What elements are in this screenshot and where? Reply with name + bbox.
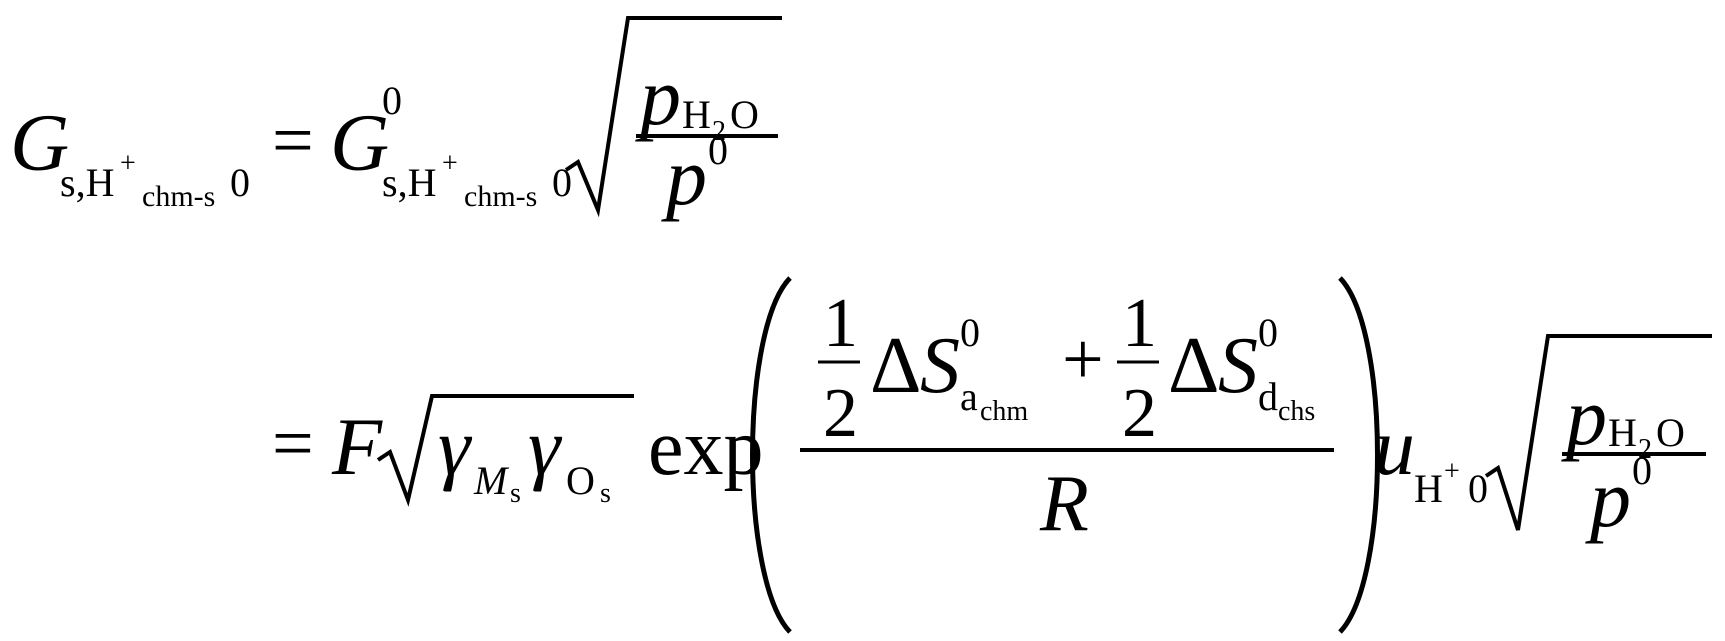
line1-frac-num-sub-2: 2	[712, 116, 726, 147]
lhs-g-symbol: G	[10, 97, 69, 188]
mobility-u: u	[1374, 401, 1415, 492]
line1-frac-den-sup-zero: 0	[708, 128, 728, 173]
rhs-g-symbol: G	[330, 97, 389, 188]
entropy-s-2-sup-zero: 0	[1258, 310, 1278, 355]
line2-frac-den-sup-zero: 0	[1632, 448, 1652, 493]
entropy-s-2-subsub-chs: chs	[1278, 396, 1315, 427]
rhs-superscript-plus: +	[442, 148, 458, 179]
right-big-parenthesis	[1338, 276, 1380, 634]
line2-gamma-2: γ	[528, 401, 563, 492]
rhs-subscript-s-h: s,H	[382, 160, 436, 205]
half-1-numerator: 1	[823, 285, 858, 362]
line2-frac-num-sub-o: O	[1656, 410, 1685, 455]
line1-frac-num-sub-h: H	[682, 92, 711, 137]
line2-gamma-1: γ	[438, 401, 473, 492]
lhs-superscript-plus: +	[120, 148, 136, 179]
half-2-numerator: 1	[1122, 285, 1157, 362]
line1-frac-num-sub-o: O	[730, 92, 759, 137]
line1-equals-sign: =	[272, 100, 314, 182]
line2-f-symbol: F	[331, 401, 383, 492]
entropy-s-1-sub-a: a	[960, 374, 978, 419]
delta-2: Δ	[1168, 322, 1219, 410]
line2-sqrt-radical	[376, 394, 634, 507]
lhs-subscript-chm-s: chm-s	[142, 180, 215, 213]
gas-constant-r: R	[1039, 460, 1089, 548]
equation-line-2: = F γ M s γ O s exp 1 2 Δ S 0 a chm + 1 …	[272, 276, 1712, 634]
line2-gamma-2-subsub-s: s	[600, 478, 611, 509]
entropy-s-2: S	[1218, 322, 1258, 410]
mobility-u-sub-h: H	[1414, 466, 1443, 511]
delta-1: Δ	[870, 322, 921, 410]
line2-frac-den-p: p	[1585, 453, 1631, 544]
plus-sign: +	[1062, 319, 1104, 401]
mobility-u-sup-plus: +	[1444, 456, 1460, 487]
line1-sqrt-radical	[564, 16, 782, 218]
line2-frac-num-sub-h: H	[1608, 410, 1637, 455]
line2-sqrt-radical-2	[1484, 334, 1712, 531]
entropy-s-1-sup-zero: 0	[960, 310, 980, 355]
line2-gamma-1-sub-m: M	[473, 458, 510, 503]
line1-frac-num-p: p	[635, 51, 681, 142]
left-big-parenthesis	[750, 276, 792, 634]
line2-equals-sign: =	[272, 403, 314, 485]
equation-line-1: G s,H + chm-s 0 = G 0 s,H + chm-s 0 p H …	[10, 16, 782, 222]
mobility-u-sub-zero: 0	[1468, 466, 1488, 511]
rhs-subscript-chm-s: chm-s	[464, 180, 537, 213]
rhs-superscript-zero: 0	[382, 78, 402, 123]
entropy-s-1: S	[920, 322, 960, 410]
half-2-denominator: 2	[1122, 375, 1157, 452]
line2-gamma-2-sub-o: O	[566, 458, 595, 503]
line2-frac-num-sub-2: 2	[1638, 434, 1652, 465]
lhs-subscript-zero: 0	[230, 160, 250, 205]
line2-gamma-1-subsub-s: s	[510, 478, 521, 509]
line2-exp-text: exp	[648, 404, 764, 492]
line2-frac-num-p: p	[1561, 371, 1607, 462]
lhs-subscript-s-h: s,H	[60, 160, 114, 205]
entropy-s-2-sub-d: d	[1258, 374, 1278, 419]
line1-frac-den-p: p	[661, 131, 707, 222]
entropy-s-1-subsub-chm: chm	[980, 396, 1028, 427]
half-1-denominator: 2	[823, 375, 858, 452]
